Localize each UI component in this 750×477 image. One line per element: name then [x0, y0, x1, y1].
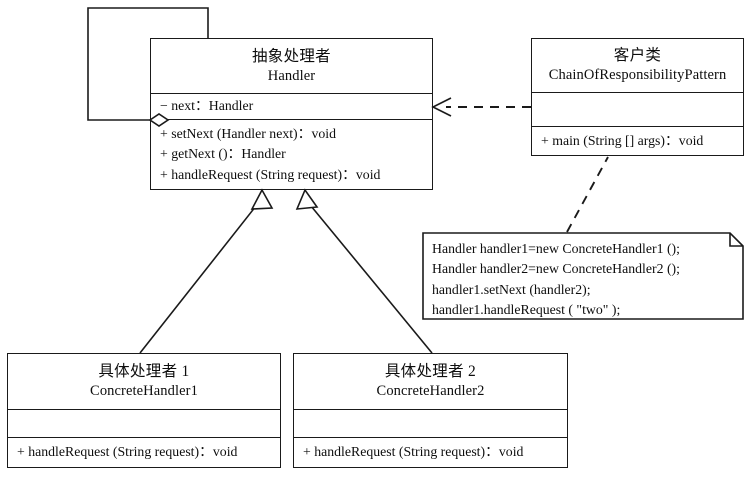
concrete1-english-name: ConcreteHandler1	[90, 383, 198, 400]
class-box-concrete-handler-2[interactable]: 具体处理者 2 ConcreteHandler2 + handleRequest…	[293, 353, 568, 468]
handler-attributes-compartment: − next：Handler	[151, 92, 432, 119]
class-box-handler[interactable]: 抽象处理者 Handler − next：Handler + setNext (…	[150, 38, 433, 190]
generalization-concrete2-to-handler	[295, 188, 433, 354]
handler-english-name: Handler	[267, 67, 316, 84]
concrete1-operation-handlerequest: + handleRequest (String request)：void	[17, 444, 238, 460]
note-line-2: Handler handler2=new ConcreteHandler2 ()…	[432, 261, 680, 277]
note-box-sample-code[interactable]: Handler handler1=new ConcreteHandler1 ()…	[422, 232, 744, 320]
concrete2-english-name: ConcreteHandler2	[376, 383, 485, 400]
client-operations-compartment: + main (String [] args)：void	[532, 125, 743, 155]
concrete2-title-compartment: 具体处理者 2 ConcreteHandler2	[294, 354, 567, 409]
client-english-name: ChainOfResponsibilityPattern	[548, 67, 727, 84]
concrete1-title-compartment: 具体处理者 1 ConcreteHandler1	[8, 354, 280, 409]
note-code-text: Handler handler1=new ConcreteHandler1 ()…	[432, 239, 680, 320]
concrete1-attributes-compartment	[8, 409, 280, 437]
handler-operations-compartment: + setNext (Handler next)：void + getNext …	[151, 118, 432, 189]
note-line-3: handler1.setNext (handler2);	[432, 281, 591, 297]
handler-operation-getnext: + getNext ()：Handler	[160, 146, 286, 162]
handler-title-compartment: 抽象处理者 Handler	[151, 39, 432, 93]
class-box-client[interactable]: 客户类 ChainOfResponsibilityPattern + main …	[531, 38, 744, 156]
handler-operation-handlerequest: + handleRequest (String request)：void	[160, 166, 381, 182]
concrete1-operations-compartment: + handleRequest (String request)：void	[8, 437, 280, 467]
concrete1-chinese-name: 具体处理者 1	[98, 363, 190, 381]
concrete2-operations-compartment: + handleRequest (String request)：void	[294, 437, 567, 467]
client-chinese-name: 客户类	[613, 47, 662, 65]
client-title-compartment: 客户类 ChainOfResponsibilityPattern	[532, 39, 743, 92]
concrete2-attributes-compartment	[294, 409, 567, 437]
handler-attribute-next: − next：Handler	[160, 98, 254, 114]
generalization-concrete1-to-handler	[139, 188, 274, 354]
dependency-client-to-handler	[431, 97, 531, 117]
note-line-1: Handler handler1=new ConcreteHandler1 ()…	[432, 241, 680, 256]
client-attributes-compartment	[532, 92, 743, 125]
class-box-concrete-handler-1[interactable]: 具体处理者 1 ConcreteHandler1 + handleRequest…	[7, 353, 281, 468]
note-anchor-to-client	[566, 156, 609, 233]
handler-chinese-name: 抽象处理者	[251, 47, 331, 65]
concrete2-chinese-name: 具体处理者 2	[384, 363, 477, 381]
note-line-4: handler1.handleRequest ( "two" );	[432, 301, 621, 317]
client-operation-main: + main (String [] args)：void	[541, 132, 704, 148]
concrete2-operation-handlerequest: + handleRequest (String request)：void	[303, 444, 524, 460]
handler-operation-setnext: + setNext (Handler next)：void	[160, 125, 336, 141]
